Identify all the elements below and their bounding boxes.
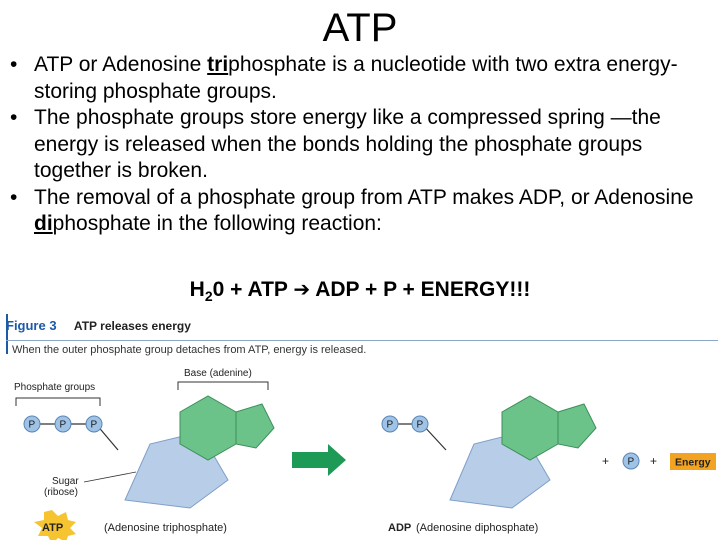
phosphate-letter: P — [60, 420, 67, 431]
adp-phosphate-1: P — [381, 415, 399, 433]
adp-caption: (Adenosine diphosphate) — [416, 522, 538, 534]
reaction-arrow-icon — [292, 444, 346, 476]
atp-phosphate-2: P — [54, 415, 72, 433]
energy-label: Energy — [675, 457, 711, 469]
base-label: Base (adenine) — [184, 368, 252, 379]
sugar-pointer — [83, 471, 137, 483]
atp-diagram: Phosphate groups P P P Sugar (ribose) Ba… — [14, 368, 716, 540]
plus-sign: + — [650, 454, 657, 468]
phosphate-letter: P — [29, 420, 36, 431]
atp-burst-icon — [34, 510, 76, 540]
bullet-item: • The removal of a phosphate group from … — [6, 185, 716, 238]
sugar-sublabel: (ribose) — [44, 487, 78, 498]
atp-figure: Figure 3 ATP releases energy When the ou… — [0, 312, 720, 540]
right-arrow-icon: ➔ — [293, 279, 311, 301]
phosphate-letter: P — [91, 420, 98, 431]
bullet-text: The removal of a phosphate group from AT… — [34, 185, 694, 209]
equation-reactants: 0 + ATP — [212, 278, 288, 301]
phosphate-groups-label: Phosphate groups — [14, 382, 95, 393]
slide-title: ATP — [322, 6, 398, 50]
energy-badge — [670, 453, 716, 470]
plus-sign: + — [602, 454, 609, 468]
equation-subscript: 2 — [204, 288, 213, 305]
equation-h: H — [189, 278, 205, 301]
equation-products: ADP + P + ENERGY!!! — [315, 278, 531, 301]
phosphate-bracket — [15, 397, 101, 406]
base-bracket — [177, 381, 269, 390]
phosphate-letter: P — [387, 420, 394, 431]
figure-title: ATP releases energy — [73, 319, 191, 333]
atp-caption: (Adenosine triphosphate) — [104, 522, 227, 534]
bullet-text: ATP or Adenosine — [34, 53, 208, 76]
phosphate-letter: P — [628, 457, 635, 468]
reaction-equation: H20 + ATP ➔ ADP + P + ENERGY!!! — [0, 277, 720, 304]
atp-phosphate-3: P — [85, 415, 103, 433]
bullet-item: • ATP or Adenosine triphosphate is a nuc… — [6, 52, 716, 105]
phosphate-letter: P — [417, 420, 424, 431]
sugar-label: Sugar — [52, 476, 79, 487]
adp-badge: ADP — [388, 522, 411, 534]
figure-number: Figure 3 — [6, 318, 57, 333]
atp-badge: ATP — [42, 522, 63, 534]
bullet-text: phosphate is a nucleotide with two extra… — [34, 53, 678, 103]
bullet-text: The phosphate groups store energy like a… — [34, 106, 661, 182]
bullet-dot-icon: • — [10, 106, 18, 129]
bullet-dot-icon: • — [10, 53, 18, 76]
atp-phosphate-1: P — [23, 415, 41, 433]
adp-phosphate-2: P — [411, 415, 429, 433]
adp-adenine-ring-5 — [557, 403, 597, 449]
figure-divider — [6, 340, 718, 341]
bullet-dot-icon: • — [10, 185, 18, 209]
figure-header: Figure 3 ATP releases energy — [6, 318, 191, 334]
atp-adenine-ring-5 — [235, 403, 275, 449]
released-phosphate: P — [622, 452, 640, 470]
bullet-emphasis: tri — [207, 53, 229, 76]
bullet-text: phosphate in the following reaction: — [52, 212, 382, 235]
figure-subtitle: When the outer phosphate group detaches … — [12, 344, 367, 356]
bullet-list: • ATP or Adenosine triphosphate is a nuc… — [6, 52, 716, 238]
bullet-item: • The phosphate groups store energy like… — [6, 105, 716, 185]
figure-accent-bar — [6, 314, 8, 354]
bullet-emphasis: di — [34, 212, 53, 235]
